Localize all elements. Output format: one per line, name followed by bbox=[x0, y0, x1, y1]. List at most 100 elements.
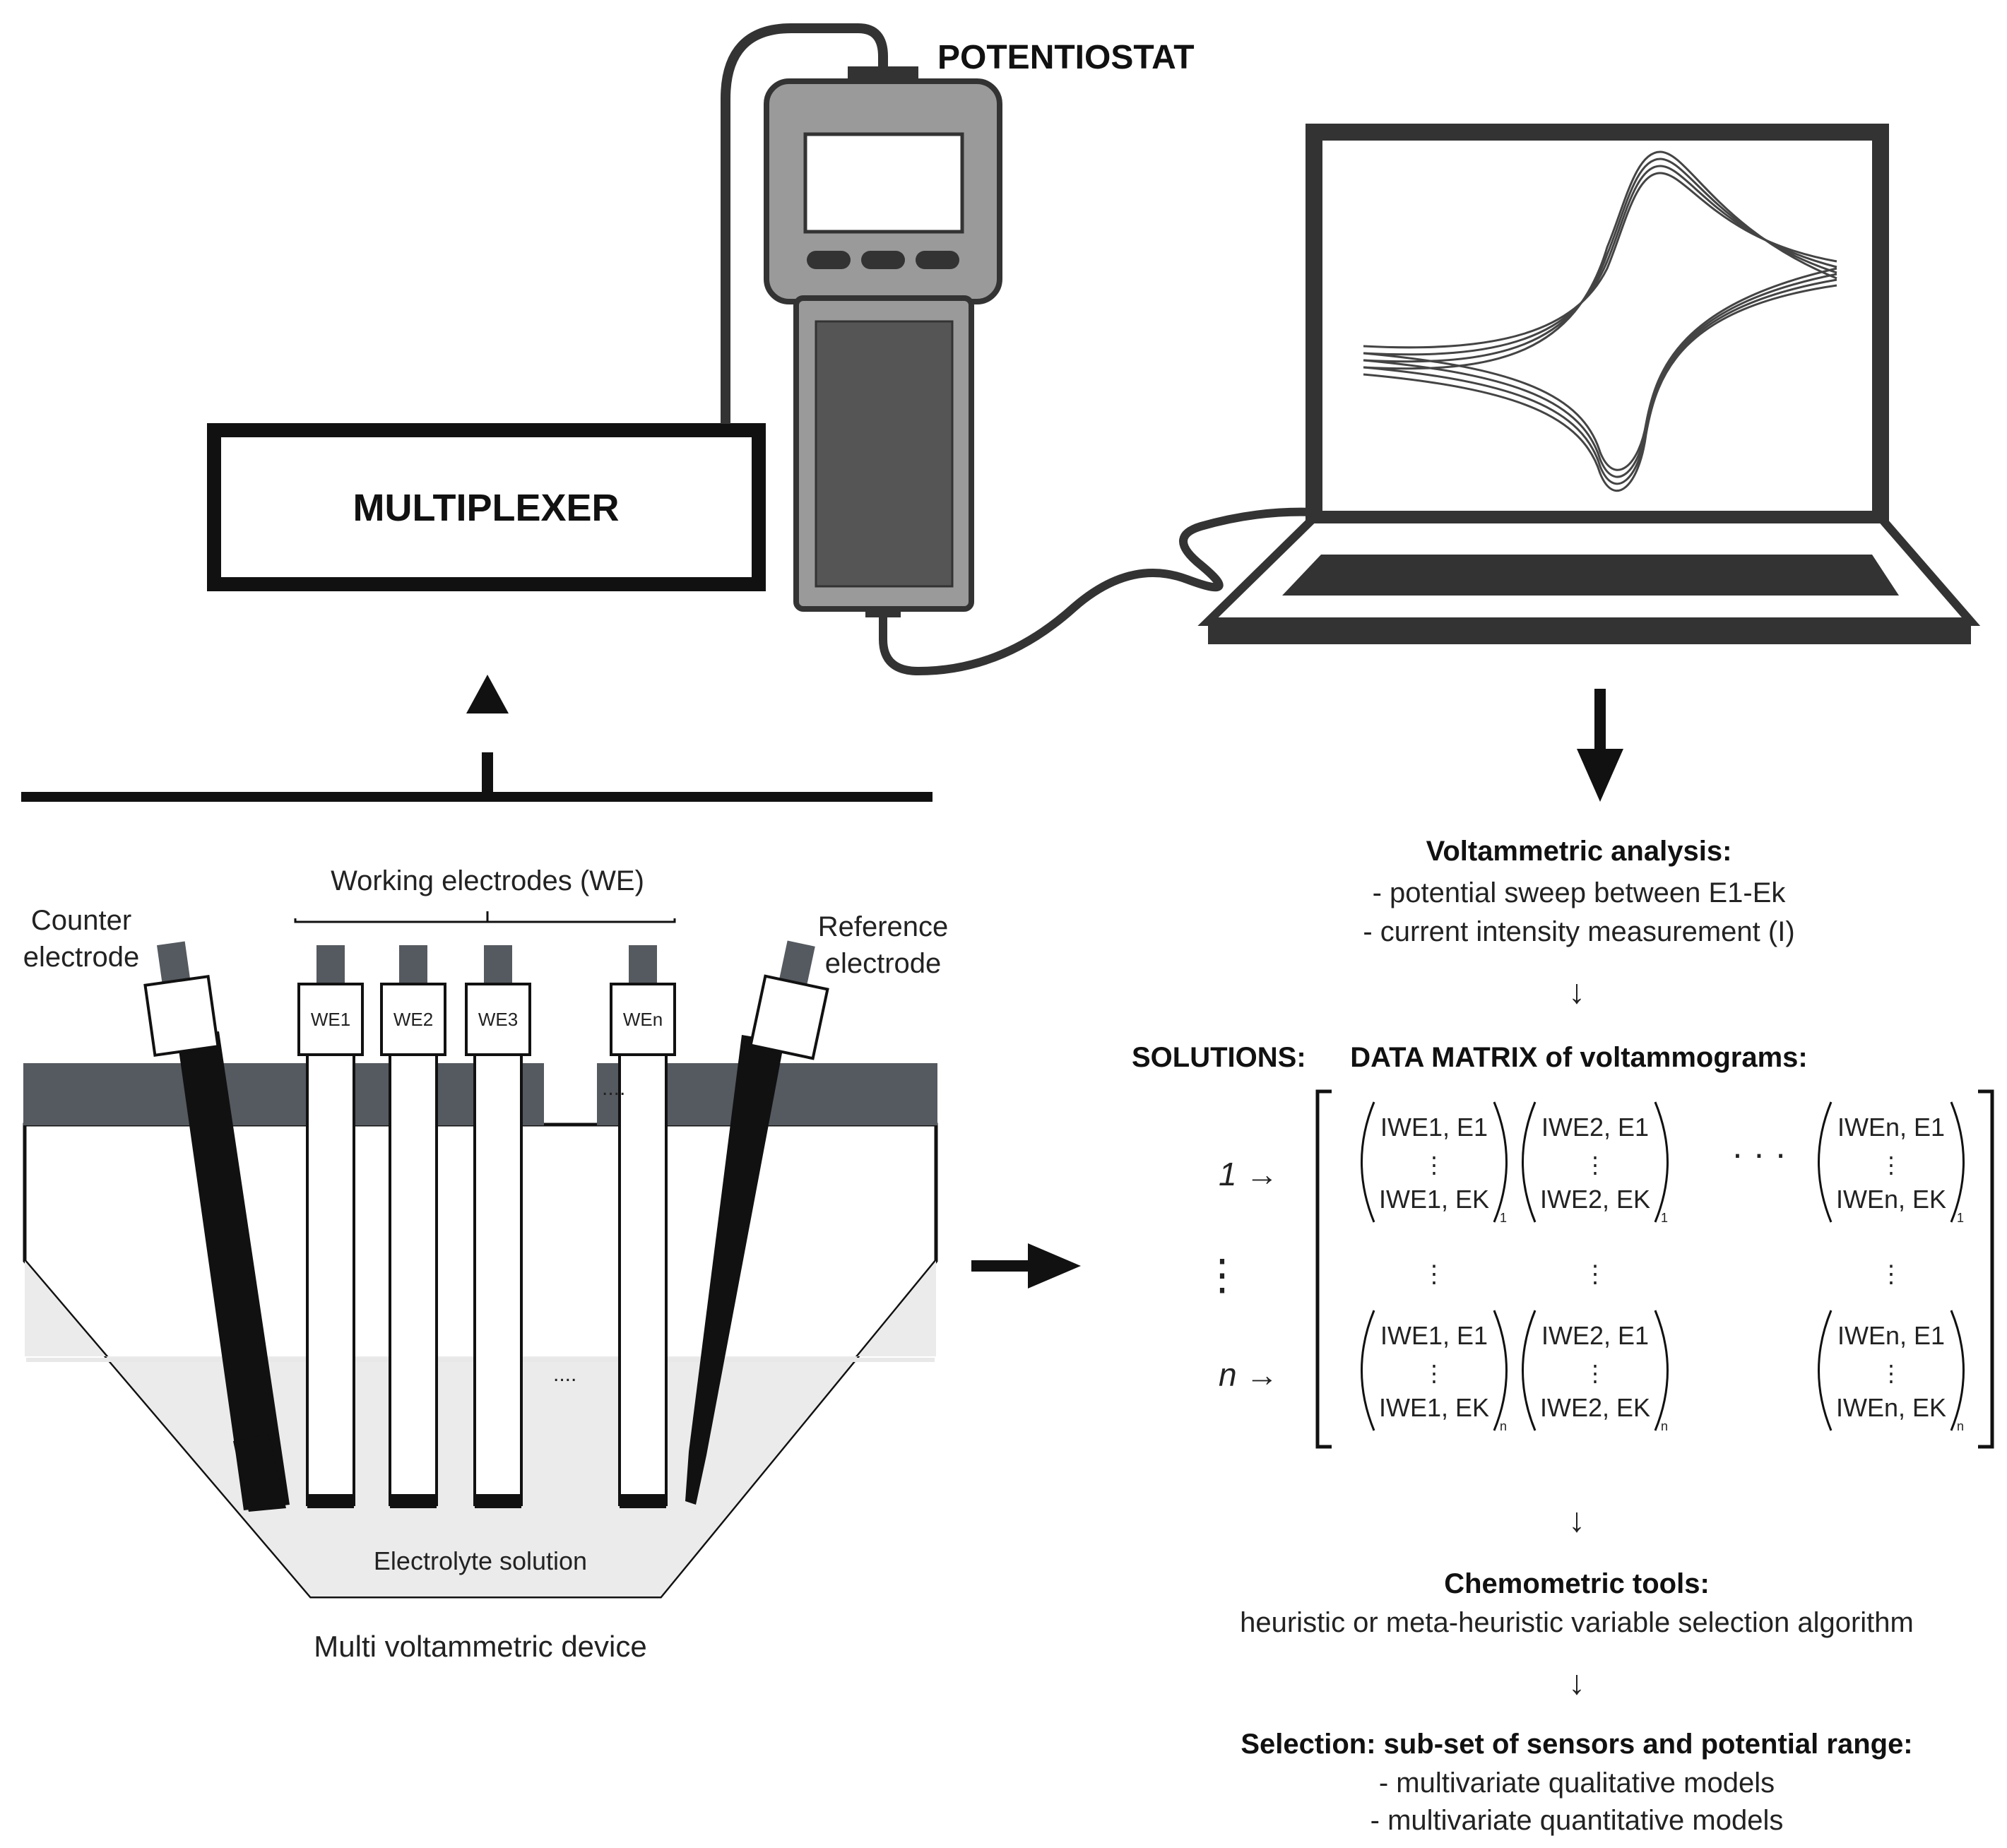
multiplexer-box: MULTIPLEXER bbox=[207, 423, 766, 591]
selection-line: - multivariate qualitative models bbox=[1379, 1767, 1775, 1799]
cell-vdots: ⋮ bbox=[1423, 1152, 1445, 1178]
electrolyte-ellipsis: .... bbox=[553, 1363, 576, 1386]
potentiostat-label: POTENTIOSTAT bbox=[937, 39, 1195, 76]
cell-first-entry: IWE1, E1 bbox=[1380, 1113, 1488, 1142]
cell-first-entry: IWEn, E1 bbox=[1837, 1321, 1945, 1350]
analysis-line: - potential sweep between E1-Ek bbox=[1373, 877, 1787, 908]
we-tag-label: WE1 bbox=[311, 1009, 350, 1030]
potentiostat-device: POTENTIOSTAT bbox=[764, 39, 1195, 617]
we-connector bbox=[399, 945, 427, 985]
cell-solution-index: n bbox=[1500, 1419, 1507, 1433]
counter-electrode-label: electrode bbox=[23, 942, 140, 973]
reference-electrode-label: Reference bbox=[818, 911, 949, 942]
cell-first-entry: IWE1, E1 bbox=[1380, 1321, 1488, 1350]
cell-vdots: ⋮ bbox=[1423, 1361, 1445, 1386]
cell-solution-index: 1 bbox=[1957, 1211, 1964, 1225]
we-connector bbox=[629, 945, 657, 985]
cell-vdots: ⋮ bbox=[1584, 1152, 1606, 1178]
cell-last-entry: IWEn, EK bbox=[1836, 1185, 1946, 1214]
electrode-tip bbox=[390, 1494, 437, 1508]
we-tag-label: WE3 bbox=[478, 1009, 518, 1030]
lid-ellipsis: .... bbox=[602, 1077, 625, 1100]
cell-vdots: ⋮ bbox=[1880, 1152, 1902, 1178]
col-vdots: ⋮ bbox=[1879, 1261, 1903, 1288]
cell-first-entry: IWE2, E1 bbox=[1541, 1321, 1649, 1350]
working-electrodes-label: Working electrodes (WE) bbox=[331, 865, 644, 896]
cell-solution-index: n bbox=[1661, 1419, 1668, 1433]
we-tag-box bbox=[380, 983, 446, 1056]
electrode-tip bbox=[307, 1494, 354, 1508]
small-down-arrow-icon: ↓ bbox=[1568, 1502, 1585, 1539]
we-connector bbox=[316, 945, 345, 985]
multi-voltammetric-device: WE1 WE2 WE3 WEn .... .... Working electrode… bbox=[21, 675, 948, 1663]
analysis-line: - current intensity measurement (I) bbox=[1363, 916, 1794, 947]
matrix-cell: IWE2, E1⋮IWE2, EK1 bbox=[1522, 1101, 1669, 1225]
cv-trace bbox=[1363, 150, 1837, 492]
we-connector bbox=[484, 945, 512, 985]
analysis-block: Voltammetric analysis: - potential sweep… bbox=[1363, 836, 1794, 1011]
row-label-n: n → bbox=[1219, 1356, 1278, 1393]
cell-solution-index: 1 bbox=[1500, 1211, 1507, 1225]
selection-title: Selection: sub-set of sensors and potent… bbox=[1241, 1729, 1912, 1760]
matrix-cell: IWE1, E1 ⋮ IWE1, EK n bbox=[1361, 1310, 1508, 1433]
analysis-title: Voltammetric analysis: bbox=[1426, 836, 1732, 867]
we-tag-label: WEn bbox=[623, 1009, 663, 1030]
electrode-tip bbox=[620, 1494, 666, 1508]
working-electrode bbox=[306, 1051, 355, 1506]
matrix-cell: IWEn, E1 ⋮ IWEn, EK n bbox=[1818, 1310, 1965, 1433]
potentiostat-button bbox=[807, 251, 851, 269]
we-tag-box bbox=[610, 983, 676, 1056]
cyclic-voltammogram-traces bbox=[1363, 150, 1837, 492]
potentiostat-button bbox=[861, 251, 905, 269]
cell-last-entry: IWE2, EK bbox=[1540, 1393, 1650, 1422]
cell-solution-index: 1 bbox=[1661, 1211, 1668, 1225]
cell-first-entry: IWEn, E1 bbox=[1837, 1113, 1945, 1142]
potentiostat-button bbox=[916, 251, 959, 269]
cv-trace bbox=[1363, 158, 1837, 485]
laptop-cable bbox=[879, 507, 1315, 676]
electrode-tip bbox=[475, 1494, 521, 1508]
cell-solution-index: n bbox=[1957, 1419, 1964, 1433]
reference-electrode-label: electrode bbox=[825, 948, 942, 979]
col-vdots: ⋮ bbox=[1422, 1261, 1446, 1288]
we-tag-label: WE2 bbox=[393, 1009, 433, 1030]
cell-last-entry: IWE1, EK bbox=[1379, 1185, 1489, 1214]
electrolyte-label: Electrolyte solution bbox=[374, 1546, 587, 1575]
solutions-label: SOLUTIONS: bbox=[1132, 1042, 1306, 1073]
chemometric-block: ↓ Chemometric tools: heuristic or meta-h… bbox=[1240, 1502, 1914, 1702]
device-caption: Multi voltammetric device bbox=[314, 1630, 646, 1663]
working-electrode bbox=[389, 1051, 438, 1506]
cell-vdots: ⋮ bbox=[1880, 1361, 1902, 1386]
working-electrode bbox=[618, 1051, 668, 1506]
right-arrow-icon bbox=[971, 1243, 1081, 1289]
cell-last-entry: IWE1, EK bbox=[1379, 1393, 1489, 1422]
matrix-cell: IWE2, E1 ⋮ IWE2, EK n bbox=[1522, 1310, 1669, 1433]
matrix-cell: IWE1, E1 ⋮ IWE1, EK 1 bbox=[1361, 1101, 1508, 1225]
laptop bbox=[1197, 124, 1981, 644]
multiplexer-label: MULTIPLEXER bbox=[353, 487, 620, 529]
multiplexer-cable bbox=[721, 23, 888, 424]
we-tag-box bbox=[297, 983, 364, 1056]
selection-block: Selection: sub-set of sensors and potent… bbox=[1241, 1729, 1912, 1836]
rows-vdots: ⋮ bbox=[1201, 1251, 1243, 1298]
down-arrow-icon bbox=[1577, 689, 1623, 802]
cell-last-entry: IWEn, EK bbox=[1836, 1393, 1946, 1422]
cv-trace bbox=[1363, 172, 1837, 471]
matrix-left-bracket bbox=[1315, 1089, 1332, 1449]
up-arrow-icon bbox=[466, 675, 509, 713]
we-tag-box bbox=[465, 983, 531, 1056]
chemometric-title: Chemometric tools: bbox=[1444, 1568, 1710, 1599]
cv-trace bbox=[1363, 165, 1837, 478]
small-down-arrow-icon: ↓ bbox=[1568, 1664, 1585, 1702]
matrix-title: DATA MATRIX of voltammograms: bbox=[1350, 1042, 1807, 1073]
matrix-hdots: · · · bbox=[1731, 1134, 1787, 1173]
working-electrode bbox=[473, 1051, 523, 1506]
cell-vdots: ⋮ bbox=[1584, 1361, 1606, 1386]
counter-electrode-label: Counter bbox=[31, 905, 131, 936]
chemometric-line: heuristic or meta-heuristic variable sel… bbox=[1240, 1607, 1914, 1638]
cell-first-entry: IWE2, E1 bbox=[1541, 1113, 1649, 1142]
row-label-1: 1 → bbox=[1219, 1156, 1278, 1192]
col-vdots: ⋮ bbox=[1583, 1261, 1607, 1288]
